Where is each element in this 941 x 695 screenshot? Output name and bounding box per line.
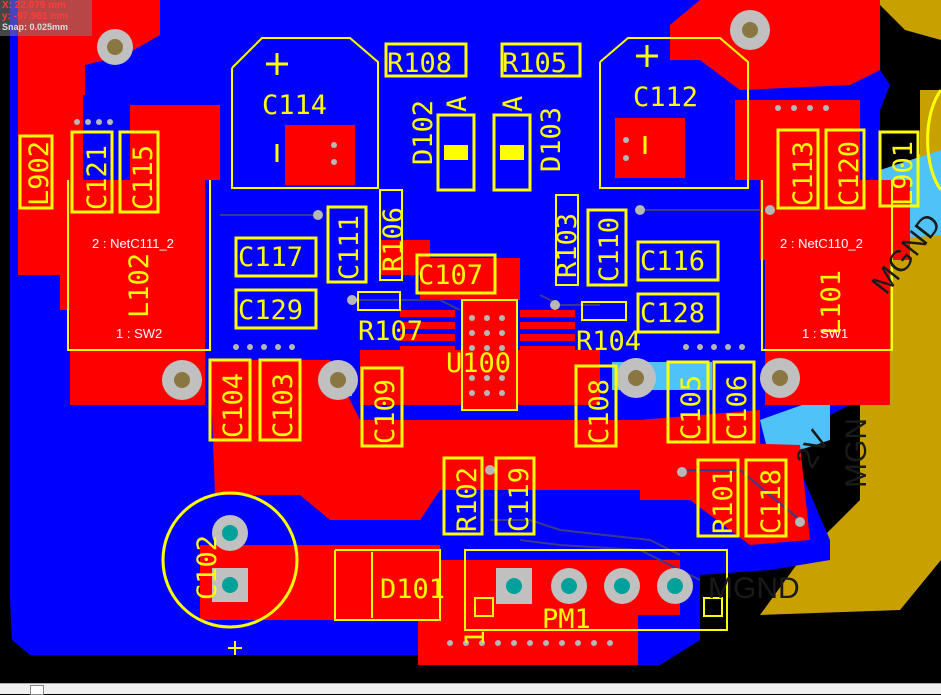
net-c110-2: 2 : NetC110_2 [780, 236, 863, 251]
ref-c109: C109 [370, 379, 401, 444]
ref-r104: R104 [576, 326, 641, 357]
through-pads [212, 515, 693, 604]
ref-c128: C128 [640, 298, 705, 329]
silkscreen-outlines [18, 37, 941, 655]
u100-vias [469, 315, 505, 396]
ref-c119: C119 [504, 467, 535, 532]
ref-a1: A [442, 96, 473, 112]
ref-c116: C116 [640, 246, 705, 277]
ref-r108: R108 [387, 48, 452, 79]
coord-x: X: 22.079 mm [2, 0, 66, 11]
status-bar [0, 683, 941, 695]
net-mgnd-bottom: MGND [708, 572, 800, 605]
ref-c107: C107 [418, 260, 483, 291]
ref-r107: R107 [358, 316, 423, 347]
ref-c120: C120 [834, 141, 865, 206]
ref-c103: C103 [268, 373, 299, 438]
ref-d101: D101 [380, 574, 445, 605]
coordinate-readout: X: 22.079 mm y: -97.961 mm Snap: 0.025mm [0, 0, 92, 36]
ref-r106: R106 [378, 207, 409, 272]
via-array [74, 105, 829, 646]
net-sw2: 1 : SW2 [116, 326, 162, 341]
ref-pm1: PM1 [542, 604, 591, 635]
ref-c112: C112 [633, 82, 698, 113]
snap-readout: Snap: 0.025mm [2, 22, 69, 32]
ref-designators: C114 C112 R108 R105 D102 D103 A A R106 R… [24, 48, 919, 646]
ref-r101: R101 [708, 469, 739, 534]
ref-c121: C121 [82, 145, 113, 210]
ref-l901: L901 [888, 141, 919, 206]
ref-r103: R103 [552, 213, 583, 278]
ref-c114: C114 [262, 90, 327, 121]
net-sw1: 1 : SW1 [802, 326, 848, 341]
ref-c111: C111 [334, 215, 365, 280]
net-mgnd-right: MGN [840, 418, 873, 488]
ref-r102: R102 [452, 467, 483, 532]
ref-c129: C129 [238, 295, 303, 326]
coord-y: y: -97.961 mm [2, 11, 69, 22]
u100-pads [400, 300, 575, 410]
ref-d103: D103 [536, 107, 567, 172]
ref-l102: L102 [124, 253, 155, 318]
ref-c102: C102 [192, 535, 223, 600]
status-checkbox[interactable] [30, 685, 44, 695]
net-c111-2: 2 : NetC111_2 [92, 236, 174, 251]
ref-c108: C108 [584, 379, 615, 444]
mounting-holes [97, 10, 800, 400]
ref-c118: C118 [756, 469, 787, 534]
ref-l101: L101 [816, 270, 847, 335]
ref-r105: R105 [502, 48, 567, 79]
ref-pin1: 1 [460, 630, 491, 646]
ref-c106: C106 [722, 375, 753, 440]
ref-c104: C104 [218, 373, 249, 438]
ref-c115: C115 [128, 145, 159, 210]
ref-l902: L902 [24, 141, 55, 206]
ref-d102: D102 [408, 100, 439, 165]
ref-c110: C110 [594, 217, 625, 282]
ref-c117: C117 [238, 242, 303, 273]
ref-c113: C113 [788, 141, 819, 206]
ref-u100: U100 [446, 348, 511, 379]
ref-a2: A [498, 96, 529, 112]
ref-c105: C105 [676, 375, 707, 440]
